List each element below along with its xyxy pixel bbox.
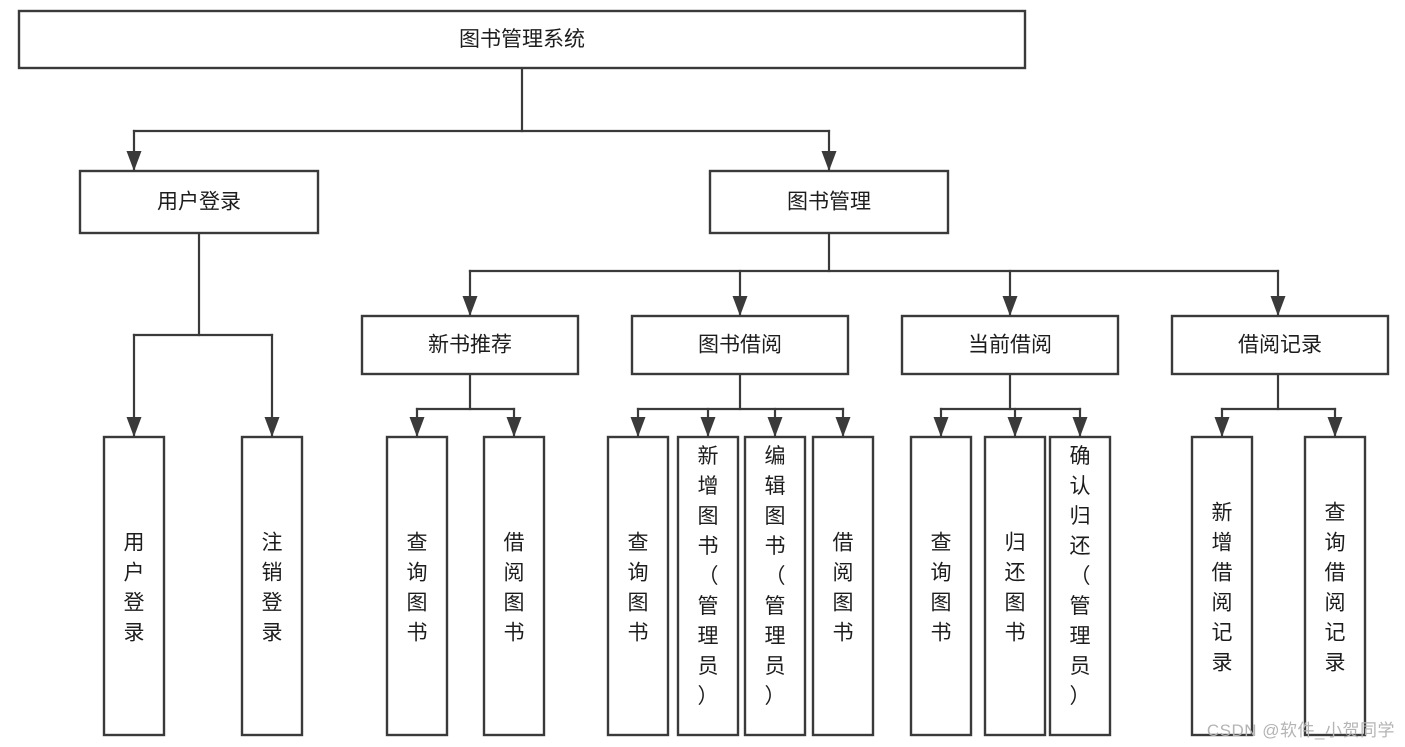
connector-new-book-recommend-to-leaves <box>409 372 522 439</box>
node-box-leaf-user-logout <box>240 435 304 737</box>
node-leaf-query-book-2[interactable]: 查询图书 <box>606 435 670 737</box>
node-leaf-user-logout[interactable]: 注销登录 <box>240 435 304 737</box>
arrow-head-icon <box>630 417 646 437</box>
node-leaf-query-book-1[interactable]: 查询图书 <box>385 435 449 737</box>
node-box-leaf-edit-book <box>743 435 807 737</box>
arrow-head-icon <box>264 417 280 437</box>
node-label-book-borrow: 图书借阅 <box>698 334 782 357</box>
connector-borrow-record-to-leaves <box>1214 372 1343 439</box>
node-label-leaf-user-login: 用户登录 <box>124 531 145 644</box>
node-label-borrow-record: 借阅记录 <box>1238 334 1322 357</box>
node-label-new-book-recommend: 新书推荐 <box>428 334 512 357</box>
node-leaf-query-book-3[interactable]: 查询图书 <box>909 435 973 737</box>
arrow-head-icon <box>933 417 949 437</box>
node-leaf-query-record[interactable]: 查询借阅记录 <box>1303 435 1367 737</box>
node-box-new-book-recommend <box>360 314 580 376</box>
connector-layer <box>126 66 1343 439</box>
node-box-leaf-query-record <box>1303 435 1367 737</box>
node-box-leaf-user-login <box>102 435 166 737</box>
node-leaf-confirm-return[interactable]: 确认归还（管理员） <box>1048 435 1112 737</box>
node-box-leaf-return-book <box>983 435 1047 737</box>
connector-root-to-level2 <box>126 66 837 173</box>
arrow-head-icon <box>506 417 522 437</box>
node-leaf-add-record[interactable]: 新增借阅记录 <box>1190 435 1254 737</box>
connector-book-borrow-to-leaves <box>630 372 851 439</box>
arrow-head-icon <box>126 151 142 171</box>
node-box-book-management <box>708 169 950 235</box>
node-box-leaf-borrow-book-1 <box>482 435 546 737</box>
node-label-leaf-query-record: 查询借阅记录 <box>1325 501 1346 674</box>
node-label-leaf-borrow-book-1: 借阅图书 <box>504 531 525 644</box>
node-box-leaf-add-book <box>676 435 740 737</box>
node-box-leaf-borrow-book-2 <box>811 435 875 737</box>
node-box-root <box>17 9 1027 70</box>
arrow-head-icon <box>821 151 837 171</box>
node-label-leaf-return-book: 归还图书 <box>1005 531 1026 644</box>
node-new-book-recommend[interactable]: 新书推荐 <box>360 314 580 376</box>
node-box-borrow-record <box>1170 314 1390 376</box>
node-label-leaf-edit-book: 编辑图书（管理员） <box>765 445 786 708</box>
node-label-leaf-add-record: 新增借阅记录 <box>1212 501 1233 674</box>
arrow-head-icon <box>1327 417 1343 437</box>
node-user-login[interactable]: 用户登录 <box>78 169 320 235</box>
node-leaf-return-book[interactable]: 归还图书 <box>983 435 1047 737</box>
node-box-leaf-query-book-2 <box>606 435 670 737</box>
connector-user-login-to-leaves <box>126 231 280 439</box>
arrow-head-icon <box>409 417 425 437</box>
node-book-management[interactable]: 图书管理 <box>708 169 950 235</box>
connector-current-borrow-to-leaves <box>933 372 1088 439</box>
arrow-head-icon <box>732 296 748 316</box>
node-label-leaf-add-book: 新增图书（管理员） <box>698 445 719 708</box>
node-label-leaf-user-logout: 注销登录 <box>262 531 283 644</box>
arrow-head-icon <box>835 417 851 437</box>
node-root[interactable]: 图书管理系统 <box>17 9 1027 70</box>
node-box-leaf-add-record <box>1190 435 1254 737</box>
node-borrow-record[interactable]: 借阅记录 <box>1170 314 1390 376</box>
node-box-user-login <box>78 169 320 235</box>
arrow-head-icon <box>1072 417 1088 437</box>
arrow-head-icon <box>1002 296 1018 316</box>
connector-book-management-to-level3 <box>462 231 1286 318</box>
node-leaf-borrow-book-2[interactable]: 借阅图书 <box>811 435 875 737</box>
node-label-root: 图书管理系统 <box>459 28 585 51</box>
node-label-user-login: 用户登录 <box>157 191 241 214</box>
node-box-leaf-query-book-3 <box>909 435 973 737</box>
node-box-book-borrow <box>630 314 850 376</box>
node-label-leaf-confirm-return: 确认归还（管理员） <box>1070 445 1091 708</box>
node-layer: 图书管理系统用户登录图书管理新书推荐图书借阅当前借阅借阅记录用户登录注销登录查询… <box>17 9 1390 737</box>
arrow-head-icon <box>700 417 716 437</box>
node-label-leaf-query-book-2: 查询图书 <box>628 531 649 644</box>
node-current-borrow[interactable]: 当前借阅 <box>900 314 1120 376</box>
arrow-head-icon <box>1270 296 1286 316</box>
node-box-current-borrow <box>900 314 1120 376</box>
arrow-head-icon <box>1007 417 1023 437</box>
node-label-leaf-query-book-3: 查询图书 <box>931 531 952 644</box>
arrow-head-icon <box>126 417 142 437</box>
arrow-head-icon <box>1214 417 1230 437</box>
node-leaf-add-book[interactable]: 新增图书（管理员） <box>676 435 740 737</box>
node-box-leaf-query-book-1 <box>385 435 449 737</box>
node-label-book-management: 图书管理 <box>787 191 871 214</box>
node-leaf-edit-book[interactable]: 编辑图书（管理员） <box>743 435 807 737</box>
node-book-borrow[interactable]: 图书借阅 <box>630 314 850 376</box>
node-label-current-borrow: 当前借阅 <box>968 334 1052 357</box>
node-label-leaf-query-book-1: 查询图书 <box>407 531 428 644</box>
node-leaf-borrow-book-1[interactable]: 借阅图书 <box>482 435 546 737</box>
node-label-leaf-borrow-book-2: 借阅图书 <box>833 531 854 644</box>
arrow-head-icon <box>462 296 478 316</box>
node-box-leaf-confirm-return <box>1048 435 1112 737</box>
arrow-head-icon <box>767 417 783 437</box>
node-leaf-user-login[interactable]: 用户登录 <box>102 435 166 737</box>
